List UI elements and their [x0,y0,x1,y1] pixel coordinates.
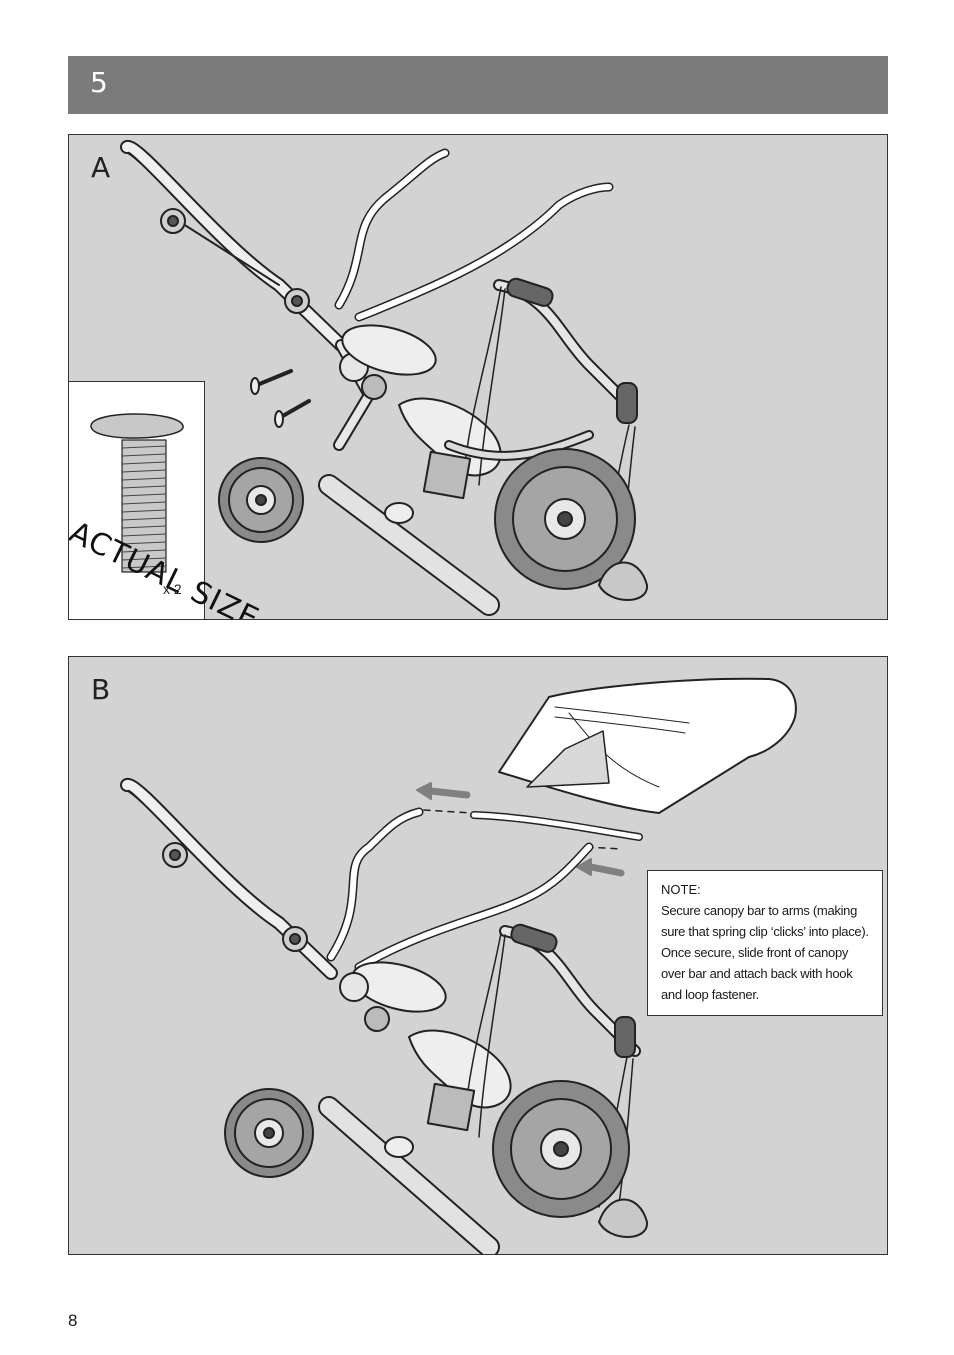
panel-b: B [68,656,888,1255]
note-title: NOTE: [661,882,701,897]
step-header: 5 [68,56,888,114]
screw-icon [90,413,184,573]
note-box: NOTE: Secure canopy bar to arms (making … [647,870,883,1016]
tricycle-illustration-a [120,140,649,616]
panel-a: A [68,134,888,620]
tricycle-illustration-b [120,677,797,1254]
note-text: Secure canopy bar to arms (making sure t… [661,903,869,1002]
panel-b-letter: B [91,673,111,706]
panel-a-letter: A [91,151,111,184]
step-number: 5 [90,66,108,99]
actual-size-box [69,381,205,619]
page-number: 8 [68,1311,78,1330]
quantity-label: x 2 [163,581,182,597]
